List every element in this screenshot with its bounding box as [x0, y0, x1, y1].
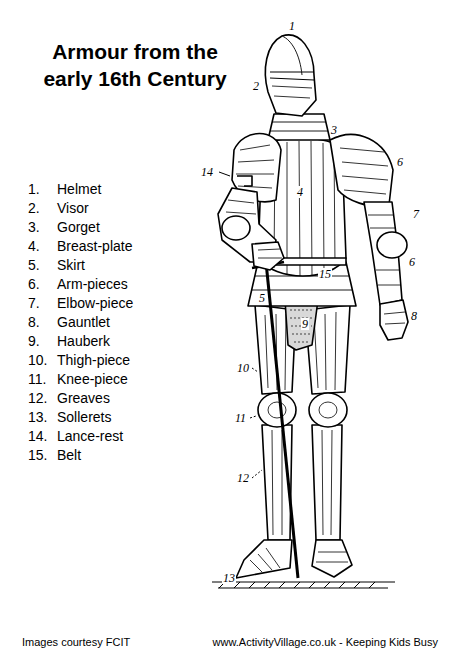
callout-number: 9 — [301, 318, 309, 330]
callout-number: 3 — [330, 124, 338, 136]
list-number: 5. — [28, 257, 40, 274]
list-number: 8. — [28, 314, 40, 331]
part-name: Helmet — [57, 181, 101, 198]
part-name: Belt — [57, 447, 81, 464]
callout-number: 8 — [410, 310, 418, 322]
callout-number: 11 — [234, 412, 247, 424]
part-name: Skirt — [57, 257, 85, 274]
list-number: 15. — [28, 447, 47, 464]
website-text: www.ActivityVillage.co.uk - Keeping Kids… — [213, 636, 438, 649]
part-name: Elbow-piece — [57, 295, 133, 312]
callout-number: 7 — [412, 208, 420, 220]
list-number: 10. — [28, 352, 47, 369]
part-name: Arm-pieces — [57, 276, 128, 293]
callout-number: 15 — [318, 268, 332, 280]
part-name: Gorget — [57, 219, 100, 236]
callout-number: 1 — [288, 20, 296, 32]
list-number: 13. — [28, 409, 47, 426]
part-name: Hauberk — [57, 333, 110, 350]
list-number: 4. — [28, 238, 40, 255]
list-number: 1. — [28, 181, 40, 198]
list-number: 7. — [28, 295, 40, 312]
list-number: 14. — [28, 428, 47, 445]
callout-number: 6 — [408, 256, 416, 268]
callout-number: 4 — [296, 186, 304, 198]
part-name: Sollerets — [57, 409, 111, 426]
part-name: Visor — [57, 200, 89, 217]
list-number: 6. — [28, 276, 40, 293]
callout-number: 13 — [222, 572, 236, 584]
list-number: 9. — [28, 333, 40, 350]
part-name: Breast-plate — [57, 238, 132, 255]
part-name: Gauntlet — [57, 314, 110, 331]
list-number: 2. — [28, 200, 40, 217]
title-text: Armour from the early 16th Century — [40, 38, 230, 93]
callout-number: 6 — [396, 156, 404, 168]
callout-number: 5 — [258, 292, 266, 304]
callout-number: 2 — [252, 80, 260, 92]
list-number: 3. — [28, 219, 40, 236]
part-name: Lance-rest — [57, 428, 123, 445]
list-number: 12. — [28, 390, 47, 407]
part-name: Knee-piece — [57, 371, 128, 388]
list-number: 11. — [28, 371, 46, 388]
callout-number: 12 — [236, 472, 250, 484]
callout-number: 10 — [236, 362, 250, 374]
credit-text: Images courtesy FCIT — [22, 636, 130, 649]
callout-number: 14 — [200, 166, 214, 178]
part-name: Greaves — [57, 390, 110, 407]
part-name: Thigh-piece — [57, 352, 130, 369]
